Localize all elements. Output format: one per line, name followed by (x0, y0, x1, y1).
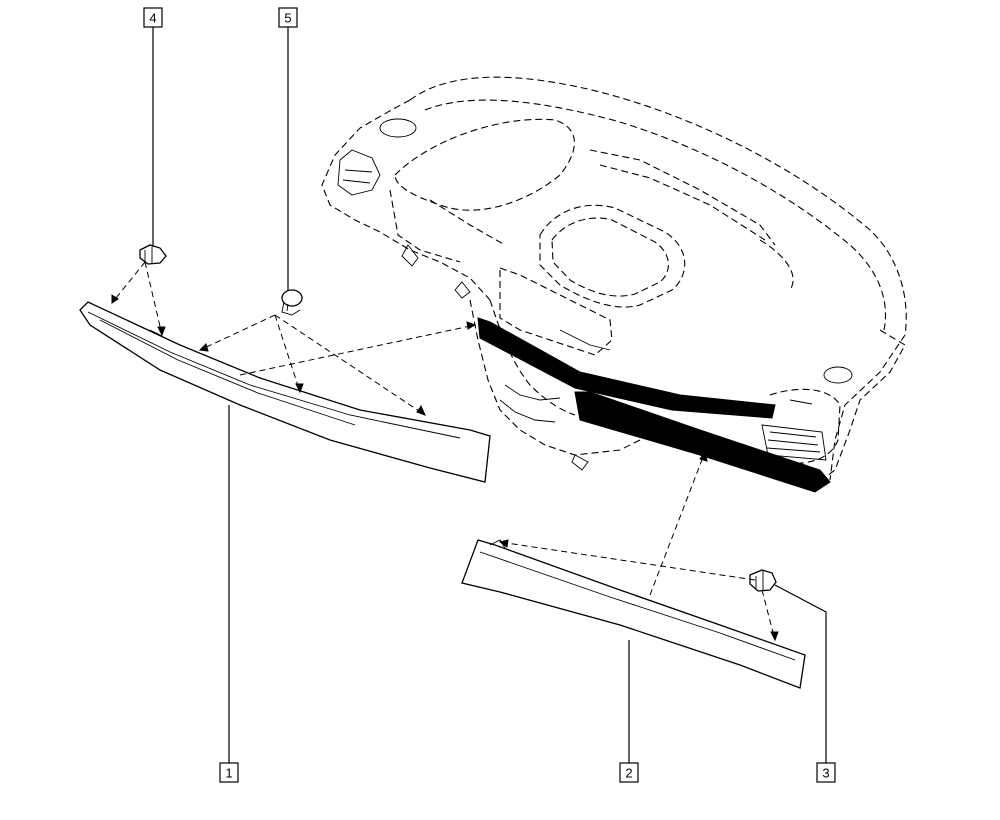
dashboard-outline (321, 76, 907, 493)
callout-1-label: 1 (225, 766, 232, 781)
clip-3 (749, 569, 777, 592)
lower-trim-strip (461, 539, 806, 689)
callout-4-label: 4 (149, 11, 156, 26)
callout-1: 1 (219, 762, 239, 783)
callout-5: 5 (278, 7, 298, 28)
upper-trim-strip (79, 301, 491, 483)
leader-lines (152, 27, 827, 763)
lower-trim-location (574, 391, 831, 493)
screw-5 (281, 289, 303, 316)
callout-5-label: 5 (284, 11, 291, 26)
callout-3: 3 (816, 762, 836, 783)
clip-4 (139, 244, 167, 265)
callout-2-label: 2 (625, 766, 632, 781)
assembly-arrows (111, 261, 779, 642)
callout-4: 4 (143, 7, 163, 28)
callout-2: 2 (619, 762, 639, 783)
upper-trim-location (477, 317, 776, 419)
callout-3-label: 3 (822, 766, 829, 781)
